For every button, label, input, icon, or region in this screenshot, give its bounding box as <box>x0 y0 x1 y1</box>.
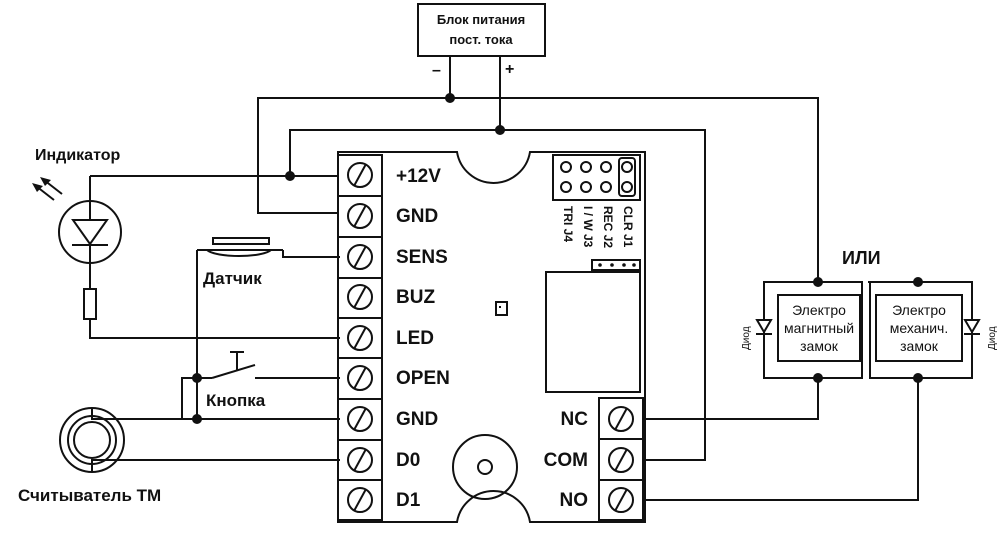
power-supply-line2: пост. тока <box>449 32 513 47</box>
terminal-label-gnd-2: GND <box>396 409 438 430</box>
diode-label-right: Диод <box>987 326 998 350</box>
screw-terminal <box>347 447 373 473</box>
wire-power-minus <box>257 56 451 214</box>
jumper-label-j1: CLR J1 <box>621 206 635 248</box>
junction-dot <box>192 373 202 383</box>
terminal-label-d1: D1 <box>396 490 421 511</box>
power-supply-box <box>417 3 546 57</box>
lock-magnetic-line1: Электро <box>792 302 846 318</box>
terminal-label-12v: +12V <box>396 166 441 187</box>
junction-dot <box>445 93 455 103</box>
button-label: Кнопка <box>206 391 266 410</box>
junction-dot <box>913 373 923 383</box>
jumper-block <box>552 154 641 201</box>
wire-no <box>645 378 919 501</box>
wire-nc <box>645 378 819 420</box>
screw-terminal <box>608 406 634 432</box>
power-plus-label: + <box>505 61 514 78</box>
buzzer <box>452 434 518 500</box>
screw-terminal <box>347 162 373 188</box>
junction-dot <box>495 125 505 135</box>
sensor-reed-switch-icon <box>197 237 283 257</box>
lock-mechanical-line2: механич. <box>890 320 948 336</box>
or-label: ИЛИ <box>842 248 881 268</box>
terminal-block-right <box>598 397 644 521</box>
pin-header <box>591 259 641 271</box>
wire-sensor <box>282 250 340 258</box>
wire-reader-d0 <box>91 459 340 472</box>
power-minus-label: – <box>432 62 441 79</box>
screw-terminal <box>347 203 373 229</box>
jumper-label-j2: REC J2 <box>601 206 615 248</box>
button-switch-icon <box>211 351 256 379</box>
wire-power-plus-right <box>500 129 706 461</box>
power-supply-line1: Блок питания <box>437 12 525 27</box>
screw-terminal <box>608 487 634 513</box>
wire-power-minus-right <box>450 97 819 282</box>
diode-icon <box>755 319 773 335</box>
screw-terminal <box>347 365 373 391</box>
screw-terminal <box>347 487 373 513</box>
jumper-label-j3: I / W J3 <box>581 206 595 248</box>
terminal-label-no: NO <box>560 490 589 511</box>
terminal-label-open: OPEN <box>396 368 450 389</box>
terminal-block-left <box>337 154 383 521</box>
terminal-label-buz: BUZ <box>396 287 435 308</box>
junction-dot <box>192 414 202 424</box>
reader-label: Считыватель ТМ <box>18 486 161 505</box>
lock-magnetic-line2: магнитный <box>784 320 854 336</box>
screw-terminal <box>347 244 373 270</box>
screw-terminal <box>347 284 373 310</box>
sensor-label: Датчик <box>203 269 262 288</box>
diode-label-left: Диод <box>741 326 752 350</box>
relay <box>545 271 641 393</box>
jumper-label-j4: TRI J4 <box>561 206 575 242</box>
controller-board <box>337 151 646 523</box>
buzzer-center <box>477 459 493 475</box>
terminal-label-nc: NC <box>561 409 589 430</box>
lock-magnetic-line3: замок <box>800 338 839 354</box>
indicator-label: Индикатор <box>35 147 120 164</box>
terminal-label-sens: SENS <box>396 247 448 268</box>
terminal-label-d0: D0 <box>396 450 420 471</box>
junction-dot <box>813 373 823 383</box>
terminal-label-gnd: GND <box>396 206 438 227</box>
terminal-label-com: COM <box>544 450 588 471</box>
screw-terminal <box>347 325 373 351</box>
lock-magnetic-box <box>777 294 861 362</box>
board-chip <box>495 301 508 316</box>
wire-power-plus <box>289 56 501 177</box>
indicator-led-icon <box>32 176 122 320</box>
screw-terminal <box>347 406 373 432</box>
terminal-label-led: LED <box>396 328 434 349</box>
lock-mechanical-line3: замок <box>900 338 939 354</box>
diode-icon <box>963 319 981 335</box>
lock-mechanical-box <box>875 294 963 362</box>
lock-mechanical-line1: Электро <box>892 302 946 318</box>
wire-indicator-led <box>89 319 340 339</box>
screw-terminal <box>608 447 634 473</box>
wire-reader-gnd <box>91 408 182 420</box>
